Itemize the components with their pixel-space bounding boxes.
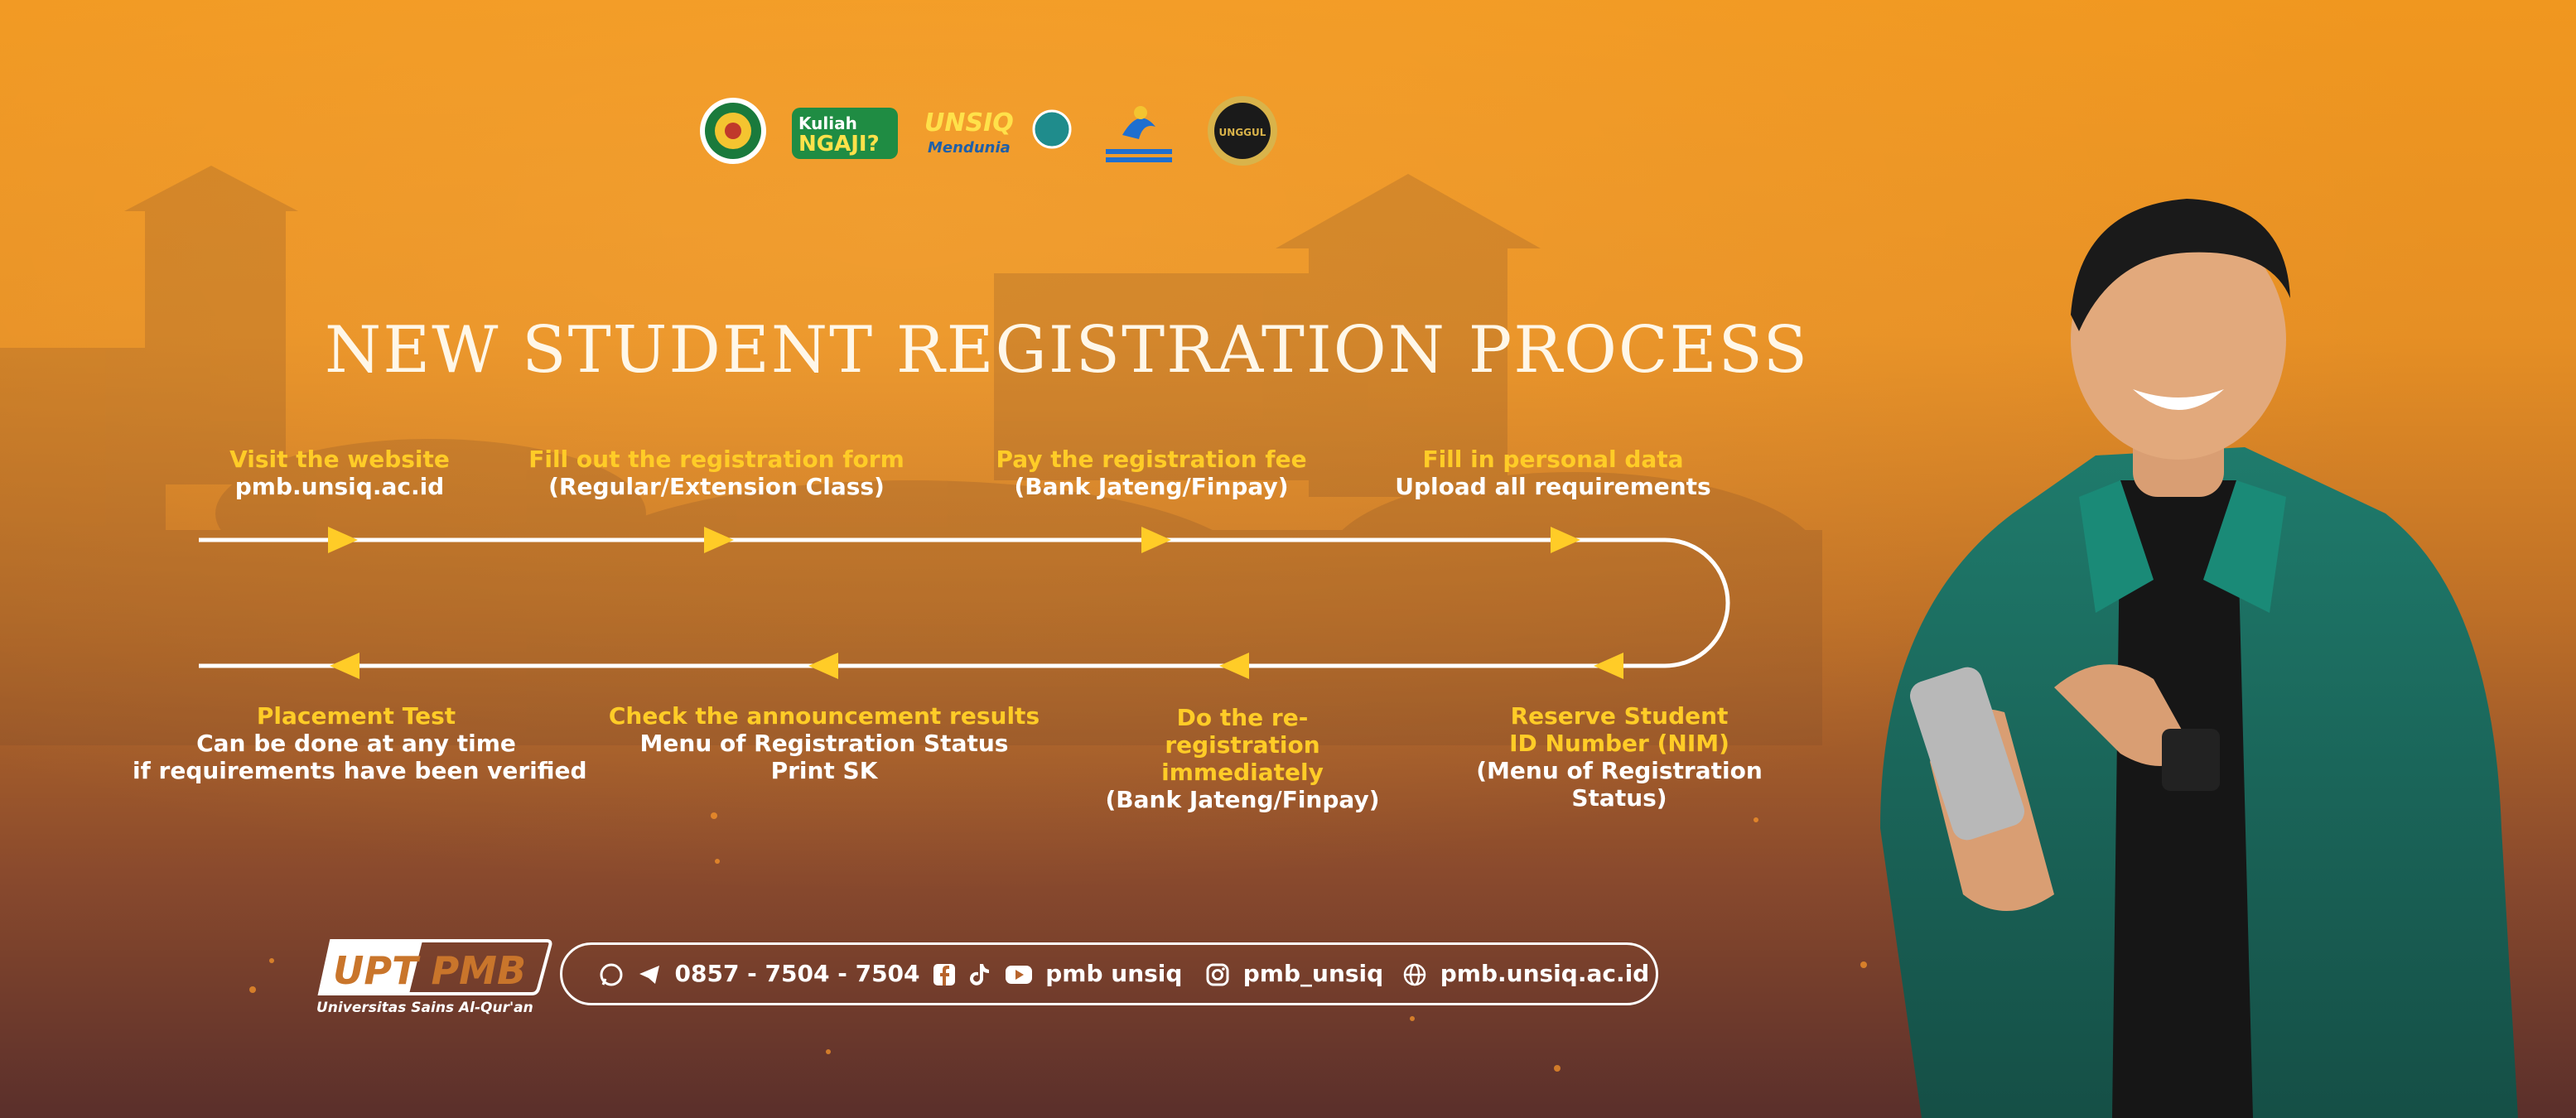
step-detail: Menu of Registration Status bbox=[639, 730, 1009, 757]
step-detail: Can be done at any time bbox=[196, 730, 516, 757]
step-visit-website: Visit the website pmb.unsiq.ac.id bbox=[174, 446, 505, 500]
flow-arrow-left-icon bbox=[808, 653, 838, 679]
whatsapp-icon bbox=[600, 963, 623, 986]
contact-instagram[interactable]: pmb_unsiq bbox=[1205, 945, 1383, 1003]
step-heading: Fill out the registration form bbox=[528, 446, 904, 473]
step-heading: Pay the registration fee bbox=[996, 446, 1307, 473]
contact-socials-text: pmb unsiq bbox=[1045, 960, 1183, 987]
step-personal-data: Fill in personal data Upload all require… bbox=[1375, 446, 1731, 500]
step-detail: (Bank Jateng/Finpay) bbox=[1014, 473, 1289, 500]
svg-text:UNGGUL: UNGGUL bbox=[1219, 127, 1266, 138]
svg-text:UNSIQ: UNSIQ bbox=[924, 108, 1014, 137]
facebook-icon bbox=[933, 964, 955, 985]
flow-arrow-right-icon bbox=[1141, 527, 1171, 553]
svg-text:Mendunia: Mendunia bbox=[928, 139, 1011, 157]
step-registration-form: Fill out the registration form (Regular/… bbox=[522, 446, 911, 500]
step-heading: Fill in personal data bbox=[1422, 446, 1684, 473]
unsiq-mendunia-logo-icon: UNSIQ Mendunia bbox=[924, 108, 1072, 157]
upt-logo-tagline: Universitas Sains Al-Qur'an bbox=[316, 1000, 533, 1015]
contact-website[interactable]: pmb.unsiq.ac.id bbox=[1402, 945, 1649, 1003]
instagram-icon bbox=[1206, 963, 1229, 986]
svg-text:Kuliah: Kuliah bbox=[798, 113, 857, 133]
contact-phone[interactable]: 0857 - 7504 - 7504 bbox=[599, 945, 920, 1003]
flow-arrow-left-icon bbox=[1219, 653, 1249, 679]
diktisaintek-logo-icon bbox=[1106, 106, 1172, 162]
page-title: NEW STUDENT REGISTRATION PROCESS bbox=[325, 313, 1810, 388]
flow-arrow-left-icon bbox=[330, 653, 359, 679]
student-with-phone-photo bbox=[1880, 199, 2518, 1118]
flow-arrow-right-icon bbox=[1551, 527, 1580, 553]
step-detail-extra: Print SK bbox=[770, 757, 878, 784]
globe-icon bbox=[1403, 963, 1426, 986]
step-check-announcement: Check the announcement results Menu of R… bbox=[605, 702, 1044, 784]
contact-instagram-text: pmb_unsiq bbox=[1242, 960, 1384, 987]
step-detail: (Bank Jateng/Finpay) bbox=[1105, 786, 1380, 813]
flow-arrow-right-icon bbox=[704, 527, 734, 553]
step-detail-extra: if requirements have been verified bbox=[133, 757, 587, 784]
unggul-badge-icon: UNGGUL bbox=[1208, 96, 1277, 166]
step-heading: Placement Test bbox=[256, 702, 456, 730]
university-seal-icon bbox=[700, 98, 766, 164]
kuliah-ngaji-logo-icon: Kuliah NGAJI? bbox=[792, 108, 898, 159]
step-pay-fee: Pay the registration fee (Bank Jateng/Fi… bbox=[977, 446, 1325, 500]
step-detail: Upload all requirements bbox=[1395, 473, 1711, 500]
flow-arrow-left-icon bbox=[1594, 653, 1623, 679]
contact-phone-text: 0857 - 7504 - 7504 bbox=[674, 960, 920, 987]
youtube-icon bbox=[1005, 966, 1032, 984]
contact-bar: 0857 - 7504 - 7504 pmb unsiq pmb_unsiq bbox=[560, 942, 1658, 1005]
step-reserve-nim: Reserve Student ID Number (NIM) (Menu of… bbox=[1425, 702, 1814, 812]
upt-pmb-logo: UPT PMB Universitas Sains Al-Qur'an bbox=[316, 939, 552, 1015]
step-heading: Reserve Student ID Number (NIM) bbox=[1509, 702, 1729, 757]
flow-arrow-right-icon bbox=[328, 527, 358, 553]
step-detail: pmb.unsiq.ac.id bbox=[234, 473, 445, 500]
step-heading: Do the re-registration immediately bbox=[1161, 704, 1324, 786]
step-heading: Check the announcement results bbox=[608, 702, 1040, 730]
step-detail: (Menu of Registration Status) bbox=[1476, 757, 1763, 812]
contact-socials[interactable]: pmb unsiq bbox=[932, 945, 1182, 1003]
upt-logo-main: UPT PMB bbox=[333, 948, 526, 993]
partner-logos: Kuliah NGAJI? UNSIQ Mendunia UNGGUL bbox=[696, 89, 1284, 172]
step-heading: Visit the website bbox=[229, 446, 450, 473]
step-detail: (Regular/Extension Class) bbox=[548, 473, 885, 500]
tiktok-icon bbox=[969, 964, 989, 985]
step-placement-test: Placement Test Can be done at any time i… bbox=[133, 702, 587, 784]
svg-text:NGAJI?: NGAJI? bbox=[798, 132, 880, 157]
step-re-registration: Do the re-registration immediately (Bank… bbox=[1085, 704, 1400, 813]
contact-website-text: pmb.unsiq.ac.id bbox=[1440, 960, 1650, 987]
telegram-icon bbox=[639, 966, 659, 984]
